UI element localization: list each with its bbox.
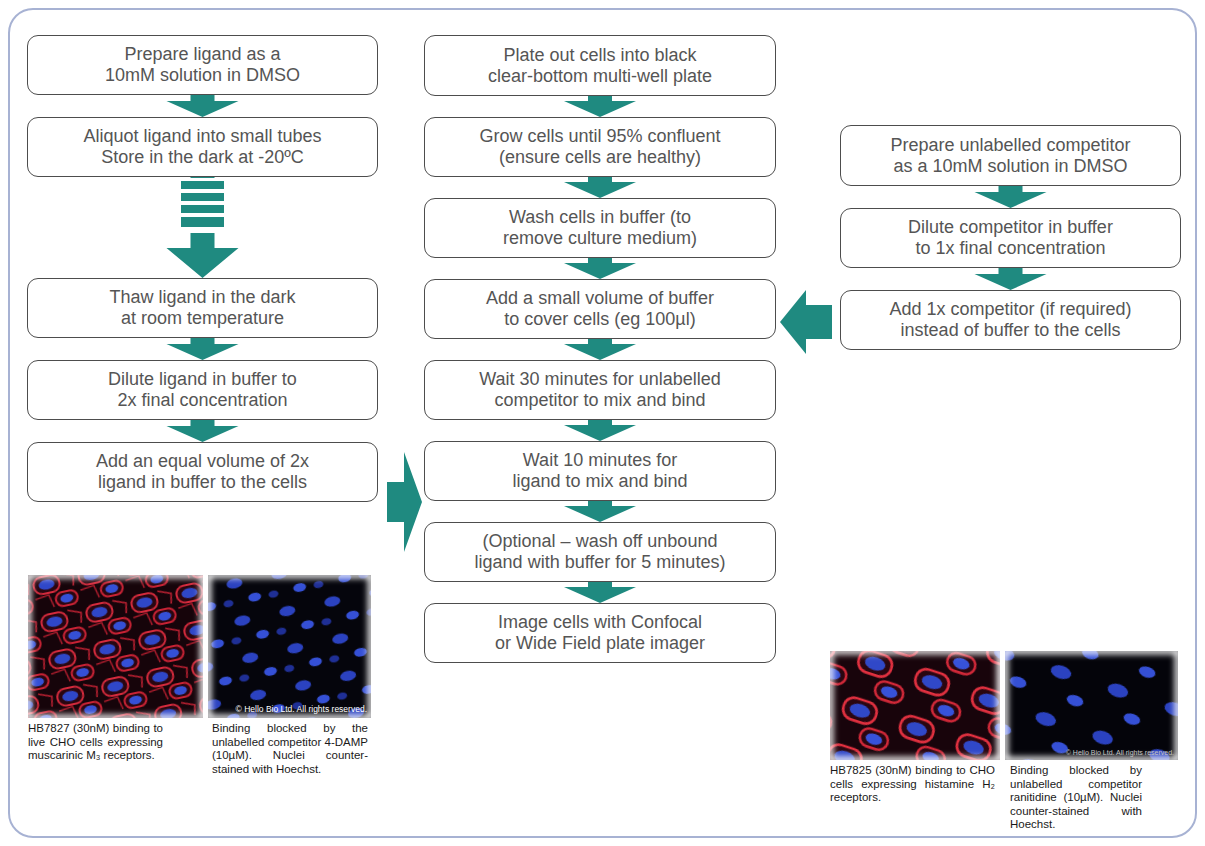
- process-box: Wait 10 minutes for ligand to mix and bi…: [424, 441, 776, 501]
- figure-caption: Binding blocked by the unlabelled compet…: [212, 722, 368, 776]
- flow-arrow: [564, 339, 636, 360]
- step-text: Wait 30 minutes for unlabelled competito…: [437, 369, 763, 411]
- process-box: Image cells with Confocal or Wide Field …: [424, 603, 776, 663]
- micrograph: [1005, 651, 1178, 760]
- step-text: Image cells with Confocal or Wide Field …: [437, 612, 763, 654]
- process-box: Add 1x competitor (if required) instead …: [840, 290, 1181, 350]
- step-text: Dilute competitor in buffer to 1x final …: [853, 217, 1168, 259]
- process-box: Add a small volume of buffer to cover ce…: [424, 279, 776, 339]
- tube-bar: [181, 217, 224, 227]
- micrograph: [830, 651, 1000, 760]
- tube-bar: [181, 193, 224, 201]
- micrograph: [208, 575, 371, 718]
- flow-arrow: [564, 420, 636, 441]
- step-text: Wash cells in buffer (to remove culture …: [437, 207, 763, 249]
- process-box: Thaw ligand in the dark at room temperat…: [27, 278, 378, 338]
- figure-caption: HB7827 (30nM) binding to live CHO cells …: [28, 722, 163, 763]
- flow-arrow: [975, 186, 1047, 208]
- step-text: Thaw ligand in the dark at room temperat…: [40, 287, 365, 329]
- flow-arrow: [564, 177, 636, 198]
- process-box: Dilute ligand in buffer to 2x final conc…: [27, 360, 378, 420]
- micrograph: [28, 575, 203, 718]
- step-text: Prepare unlabelled competitor as a 10mM …: [853, 135, 1168, 177]
- tube-bar: [181, 181, 224, 189]
- step-text: (Optional – wash off unbound ligand with…: [437, 531, 763, 573]
- step-text: Prepare ligand as a 10mM solution in DMS…: [40, 44, 365, 86]
- step-text: Wait 10 minutes for ligand to mix and bi…: [437, 450, 763, 492]
- step-text: Aliquot ligand into small tubes Store in…: [40, 126, 365, 168]
- flow-arrow: [975, 268, 1047, 290]
- step-text: Dilute ligand in buffer to 2x final conc…: [40, 369, 365, 411]
- process-box: Add an equal volume of 2x ligand in buff…: [27, 442, 378, 502]
- figure-caption: Binding blocked by unlabelled competitor…: [1010, 764, 1142, 832]
- step-text: Add an equal volume of 2x ligand in buff…: [40, 451, 365, 493]
- flow-arrow: [780, 290, 832, 354]
- flow-arrow: [564, 258, 636, 279]
- process-box: Aliquot ligand into small tubes Store in…: [27, 117, 378, 177]
- process-box: Wait 30 minutes for unlabelled competito…: [424, 360, 776, 420]
- step-text: Add a small volume of buffer to cover ce…: [437, 288, 763, 330]
- process-box: (Optional – wash off unbound ligand with…: [424, 522, 776, 582]
- flow-arrow: [387, 452, 422, 552]
- process-box: Plate out cells into black clear-bottom …: [424, 35, 776, 96]
- flow-arrow: [564, 96, 636, 117]
- flow-arrow: [167, 177, 239, 278]
- flow-arrow: [564, 582, 636, 603]
- flow-arrow: [167, 420, 239, 442]
- process-box: Prepare ligand as a 10mM solution in DMS…: [27, 35, 378, 95]
- tube-gap: [168, 178, 238, 233]
- process-box: Grow cells until 95% confluent (ensure c…: [424, 117, 776, 177]
- process-box: Dilute competitor in buffer to 1x final …: [840, 208, 1181, 268]
- step-text: Plate out cells into black clear-bottom …: [437, 45, 763, 87]
- outer-frame: [9, 9, 1196, 837]
- process-box: Wash cells in buffer (to remove culture …: [424, 198, 776, 258]
- watermark: © Hello Bio Ltd. All rights reserved.: [1010, 749, 1174, 757]
- watermark: © Hello Bio Ltd. All rights reserved.: [212, 704, 367, 714]
- figure-caption: HB7825 (30nM) binding to CHO cells expre…: [830, 764, 995, 805]
- flow-arrow: [167, 95, 239, 117]
- step-text: Grow cells until 95% confluent (ensure c…: [437, 126, 763, 168]
- step-text: Add 1x competitor (if required) instead …: [853, 299, 1168, 341]
- tube-bar: [181, 205, 224, 213]
- process-box: Prepare unlabelled competitor as a 10mM …: [840, 125, 1181, 186]
- flow-arrow: [564, 501, 636, 522]
- flow-arrow: [167, 338, 239, 360]
